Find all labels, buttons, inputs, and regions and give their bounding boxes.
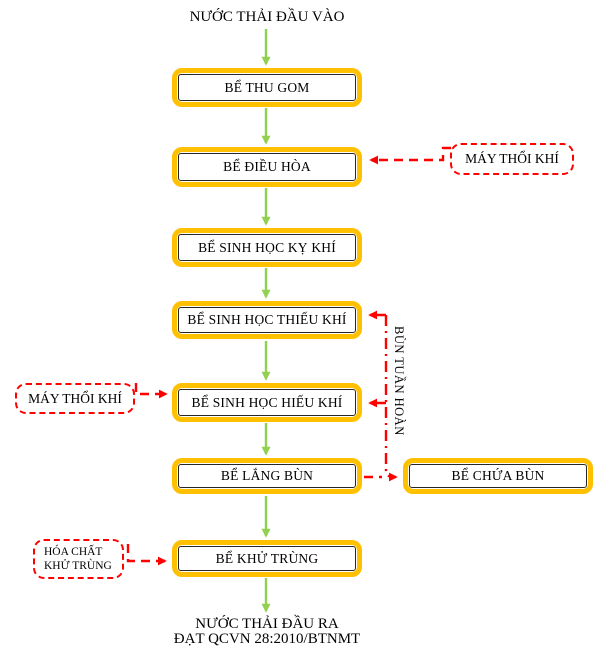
process-box-dieu-hoa: BỂ ĐIỀU HÒA — [172, 147, 362, 187]
process-box-hieu-khi-label: BỂ SINH HỌC HIẾU KHÍ — [178, 389, 356, 416]
connector-blower-right-to-dieu-hoa — [369, 146, 451, 165]
process-box-lang-bun-label: BỂ LẮNG BÙN — [178, 464, 356, 488]
annotation-blower-right-label: MÁY THỔI KHÍ — [465, 151, 559, 166]
process-box-ky-khi-label: BỂ SINH HỌC KỴ KHÍ — [178, 234, 356, 261]
process-box-thieu-khi-label: BỂ SINH HỌC THIẾU KHÍ — [178, 307, 356, 333]
recirculation-label: BÙN TUẦN HOÀN — [392, 326, 406, 436]
process-box-hieu-khi: BỂ SINH HỌC HIẾU KHÍ — [172, 383, 362, 422]
annotation-blower-left-label: MÁY THỔI KHÍ — [28, 390, 122, 406]
process-box-thu-gom-label: BỂ THU GOM — [178, 74, 356, 101]
inlet-label: NƯỚC THẢI ĐẦU VÀO — [189, 9, 345, 25]
process-box-chua-bun: BỂ CHỨA BÙN — [403, 458, 593, 494]
connector-chemical-to-khu-trung — [126, 544, 167, 566]
process-box-chua-bun-label: BỂ CHỨA BÙN — [409, 464, 587, 488]
process-box-dieu-hoa-label: BỂ ĐIỀU HÒA — [178, 153, 356, 181]
process-box-ky-khi: BỂ SINH HỌC KỴ KHÍ — [172, 228, 362, 267]
process-box-khu-trung: BỂ KHỬ TRÙNG — [172, 540, 362, 577]
process-box-thieu-khi: BỂ SINH HỌC THIẾU KHÍ — [172, 301, 362, 339]
annotation-box-blower-left: MÁY THỔI KHÍ — [15, 383, 135, 414]
process-box-khu-trung-label: BỂ KHỬ TRÙNG — [178, 546, 356, 571]
outlet-label: NƯỚC THẢI ĐẦU RA ĐẠT QCVN 28:2010/BTNMT — [157, 617, 377, 647]
connector-blower-left-to-hieu-khi — [134, 383, 168, 399]
process-box-lang-bun: BỂ LẮNG BÙN — [172, 458, 362, 494]
annotation-box-chemical: HÓA CHẤT KHỬ TRÙNG — [33, 539, 124, 579]
process-box-thu-gom: BỂ THU GOM — [172, 68, 362, 107]
annotation-box-blower-right: MÁY THỔI KHÍ — [450, 143, 574, 175]
outlet-label-line1: NƯỚC THẢI ĐẦU RA — [195, 616, 339, 632]
annotation-chemical-line1: HÓA CHẤT — [44, 546, 103, 558]
outlet-label-line2: ĐẠT QCVN 28:2010/BTNMT — [173, 631, 361, 647]
annotation-chemical-line2: KHỬ TRÙNG — [44, 560, 112, 572]
